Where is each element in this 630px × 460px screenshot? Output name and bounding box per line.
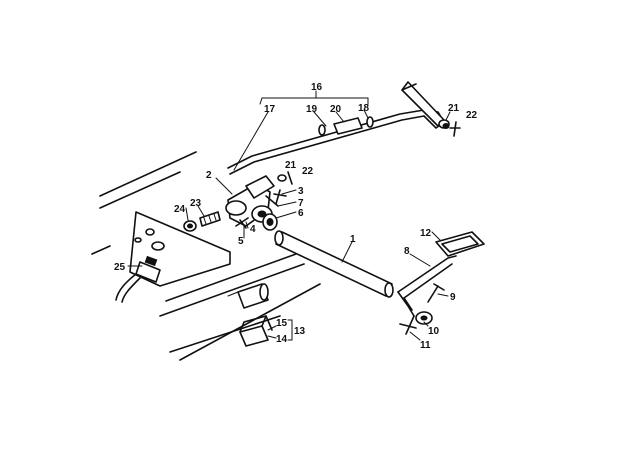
- plate-bushing: [151, 241, 165, 251]
- callout-19: 19: [306, 104, 318, 115]
- pedal-bolt: [427, 283, 445, 303]
- sleeve: [227, 283, 269, 309]
- pedal-pad: [435, 231, 485, 257]
- callout-9: 9: [450, 292, 456, 303]
- pedal-pin: [399, 315, 417, 335]
- callout-16: 16: [311, 82, 323, 93]
- callout-24: 24: [174, 204, 186, 215]
- callout-13: 13: [294, 326, 306, 337]
- callout-18: 18: [358, 103, 370, 114]
- leader-lines: [127, 90, 451, 341]
- callout-25: 25: [114, 262, 126, 273]
- upper-lever: [401, 81, 450, 129]
- callout-20: 20: [330, 104, 342, 115]
- callout-3: 3: [298, 186, 304, 197]
- callout-5: 5: [238, 236, 244, 247]
- callout-11: 11: [420, 340, 431, 351]
- bracket-clip: [239, 315, 273, 347]
- clip-21-upper: [442, 123, 450, 129]
- callout-4: 4: [250, 224, 256, 235]
- callout-1: 1: [350, 234, 356, 245]
- small-fasteners: [235, 171, 293, 229]
- callout-14: 14: [276, 334, 288, 345]
- callout-23: 23: [190, 198, 202, 209]
- adjust-nut: [183, 220, 197, 232]
- callout-6: 6: [298, 208, 304, 219]
- callout-2: 2: [206, 170, 212, 181]
- callout-7: 7: [298, 198, 304, 209]
- plate-hole: [134, 237, 142, 243]
- callout-21-upper: 21: [448, 103, 460, 114]
- callout-15: 15: [276, 318, 288, 329]
- cross-shaft: [274, 230, 394, 298]
- callout-12: 12: [420, 228, 432, 239]
- pin-22-upper: [449, 121, 461, 137]
- callout-22-lower: 22: [302, 166, 314, 177]
- pedal-arm: [397, 255, 457, 317]
- callout-22-upper: 22: [466, 110, 478, 121]
- callout-labels: 16 17 19 20 18 21 22 2 21 22 3 7 6 4 5 2…: [114, 82, 478, 351]
- pedal-bushing: [415, 311, 433, 325]
- pivot-bracket: [225, 175, 275, 227]
- plate-hole: [145, 228, 155, 236]
- callout-8: 8: [404, 246, 410, 257]
- brake-switch: [115, 255, 161, 303]
- callout-21-lower: 21: [285, 160, 297, 171]
- adjust-bolt: [199, 211, 221, 227]
- brake-rod: [227, 109, 445, 175]
- bushing: [262, 213, 278, 231]
- callout-10: 10: [428, 326, 440, 337]
- frame-reference-lines: [91, 151, 321, 361]
- mounting-plate: [129, 211, 231, 287]
- callout-17: 17: [264, 104, 276, 115]
- rod-turnbuckle: [333, 117, 363, 135]
